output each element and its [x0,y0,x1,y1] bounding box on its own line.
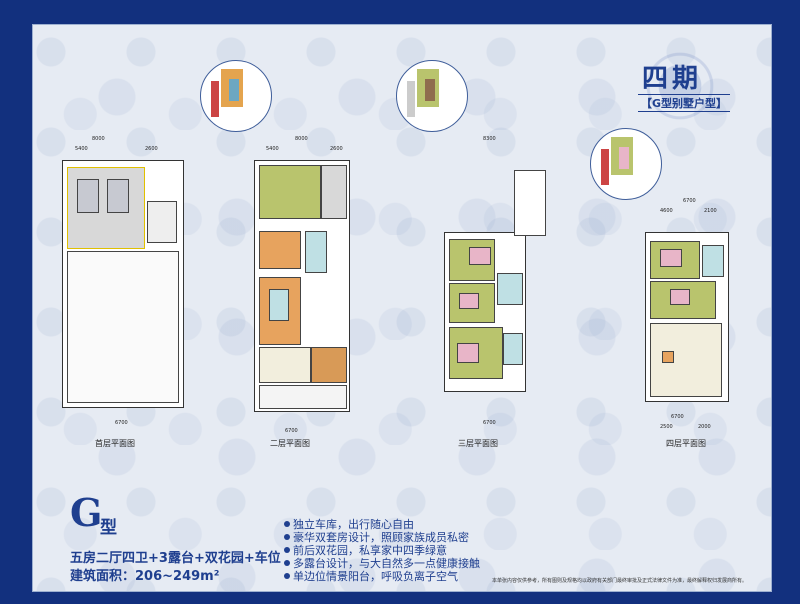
disclaimer-text: 本单张内容仅供参考，所有图则及规格均以政府有关部门最终审批及正式法律文件为准，最… [492,578,748,584]
title-box: 四期 【G型别墅户型】 [624,40,736,130]
dimension-label: 8000 [92,136,105,142]
dimension-label: 5400 [266,146,279,152]
bullet-icon [284,573,290,579]
model-suffix: 型 [100,518,117,538]
bullet-icon [284,534,290,540]
dimension-label: 6700 [483,420,496,426]
bed-icon [670,289,690,305]
dimension-label: 2500 [660,424,673,430]
front-garden [259,385,347,409]
floor-4-label: 四层平面图 [666,439,706,448]
page-subtitle: 【G型别墅户型】 [638,94,731,112]
roof-terrace [650,323,722,397]
floor-2-zoom-circle [200,60,272,132]
dimension-label: 6700 [683,198,696,204]
zoom-room [601,149,609,185]
zoom-room [211,81,219,117]
floor-1-label: 首层平面图 [95,439,135,448]
staircase-icon [147,201,177,243]
model-letter: G [70,490,103,535]
living-room [259,347,311,383]
balcony-area [514,170,546,236]
title-ornament [626,34,734,138]
bathroom-area [305,231,327,273]
floor-2-label: 二层平面图 [270,439,310,448]
dimension-label: 8000 [295,136,308,142]
staircase-icon [321,165,347,219]
building-area: 建筑面积：206~249m² [70,569,220,584]
bed-icon [459,293,479,309]
feature-item: 前后双花园，私享家中四季绿意 [293,544,447,557]
dimension-label: 8300 [483,136,496,142]
car-icon [77,179,99,213]
bedroom-area [650,281,716,319]
feature-item: 多露台设计，与大自然多一点健康接触 [293,557,480,570]
dimension-label: 2100 [704,208,717,214]
bed-icon [660,249,682,267]
kitchen-area [259,231,301,269]
garden-area [259,165,321,219]
bathroom-area [497,273,523,305]
zoom-room [407,81,415,117]
feature-item: 豪华双套房设计，照顾家族成员私密 [293,531,469,544]
car-icon [107,179,129,213]
page-title: 四期 [642,64,703,94]
dimension-label: 2000 [698,424,711,430]
zoom-room [425,79,435,101]
bed-icon [457,343,479,363]
bullet-icon [284,560,290,566]
dimension-label: 2600 [330,146,343,152]
zoom-room [229,79,239,101]
feature-item: 单边位情景阳台，呼吸负离子空气 [293,570,458,583]
bed-icon [469,247,491,265]
living-room-extension [311,347,347,383]
room-configuration: 五房二厅四卫+3露台+双花园+车位 [70,551,281,566]
dimension-label: 6700 [671,414,684,420]
floor-1-plan [62,160,184,408]
dimension-label: 5400 [75,146,88,152]
bathroom-area [503,333,523,365]
bullet-icon [284,547,290,553]
ground-yard [67,251,179,403]
floor-3-plan [444,232,526,392]
dining-table-icon [269,289,289,321]
dimension-label: 6700 [285,428,298,434]
dimension-label: 4600 [660,208,673,214]
bathroom-area [702,245,724,277]
floor-4-plan [645,232,729,402]
dimension-label: 6700 [115,420,128,426]
bedroom-area [449,283,495,323]
planter-icon [662,351,674,363]
bullet-icon [284,521,290,527]
floor-3-zoom-circle [396,60,468,132]
floor-4-zoom-circle [590,128,662,200]
floor-3-label: 三层平面图 [458,439,498,448]
dimension-label: 2600 [145,146,158,152]
floor-2-plan [254,160,350,412]
feature-item: 独立车库，出行随心自由 [293,518,414,531]
zoom-room [619,147,629,169]
